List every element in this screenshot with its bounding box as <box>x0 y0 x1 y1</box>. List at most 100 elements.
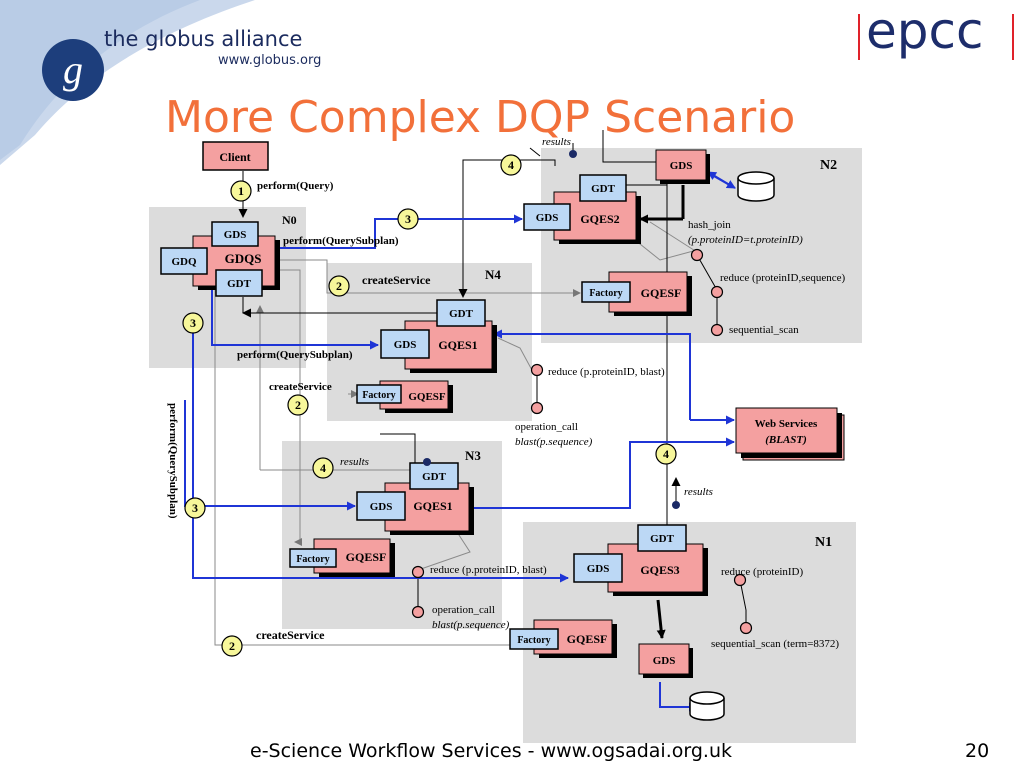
gdq-label: GDQ <box>171 256 197 268</box>
step-3-label: 3 <box>190 316 196 330</box>
epcc-logo-bar-right <box>1012 14 1014 60</box>
results-label: results <box>542 136 571 148</box>
hash-join-node <box>690 248 704 262</box>
step-4-label: 4 <box>320 461 326 475</box>
gdqs-label: GDQS <box>225 251 262 266</box>
n0-gds-label: GDS <box>224 229 247 241</box>
step-2-label: 2 <box>229 639 235 653</box>
perform-subplan-label: perform(QuerySubplan) <box>283 235 399 247</box>
page-number: 20 <box>965 740 990 762</box>
n3-gqes1-label: GQES1 <box>413 499 452 513</box>
hash-join-label: hash_join <box>688 219 731 231</box>
n3-gds-label: GDS <box>370 501 393 513</box>
database-icon <box>737 171 775 202</box>
n2-gqes2-gds-box <box>523 203 571 231</box>
n4-factory-label: Factory <box>362 390 395 401</box>
node-n2-label: N2 <box>820 158 837 173</box>
step-circles <box>182 154 677 657</box>
create-service-label: createService <box>256 628 325 642</box>
operation-call-label: operation_call <box>515 421 578 433</box>
reduce-node <box>733 573 747 587</box>
perform-subplan-vertical-label: perform(QuerySubplan) <box>167 403 179 519</box>
node-n4-label: N4 <box>485 267 501 282</box>
n2-gdt-label: GDT <box>591 183 616 195</box>
n4-gds-label: GDS <box>394 339 417 351</box>
n4-gdt-box <box>436 299 486 327</box>
n1-factory-label: Factory <box>517 635 550 646</box>
footer-text: e-Science Workflow Services - www.ogsada… <box>250 740 732 762</box>
n1-gqes3-gds-box <box>573 553 623 583</box>
n1-gdt-label: GDT <box>650 533 675 545</box>
n1-gds-box <box>638 643 690 675</box>
n1-factory-box <box>509 628 559 650</box>
gqes2-label: GQES2 <box>580 212 619 226</box>
perform-subplan-label: perform(QuerySubplan) <box>237 349 353 361</box>
gqes3-label: GQES3 <box>640 563 679 577</box>
n2-factory-box <box>581 281 631 303</box>
reduce-node <box>411 565 425 579</box>
n4-gqes1-label: GQES1 <box>438 338 477 352</box>
step-2-label: 2 <box>295 398 301 412</box>
n1-gds-label: GDS <box>653 655 676 667</box>
org-name: the globus alliance <box>104 27 303 51</box>
sequential-scan-node <box>710 323 724 337</box>
results-dot <box>672 501 680 509</box>
perform-query-label: perform(Query) <box>257 180 334 192</box>
n3-gqesf-label: GQESF <box>346 550 387 564</box>
sequential-scan-label: sequential_scan (term=8372) <box>711 638 839 650</box>
n4-gdt-label: GDT <box>449 308 474 320</box>
n3-gds-box <box>356 491 406 521</box>
n2-gdt-box <box>579 174 627 202</box>
web-services-box <box>735 407 838 454</box>
n0-gds-box <box>211 221 259 247</box>
node-n1-label: N1 <box>815 535 832 550</box>
n3-factory-box <box>289 548 337 568</box>
blast-call-label: blast(p.sequence) <box>432 619 510 631</box>
hash-join-cond-label: (p.proteinID=t.proteinID) <box>688 234 803 246</box>
reduce-node <box>710 285 724 299</box>
create-service-label: createService <box>269 381 332 393</box>
n2-gqesf-label: GQESF <box>641 286 682 300</box>
blast-label: (BLAST) <box>765 434 807 446</box>
n4-gqesf-label: GQESF <box>408 391 446 403</box>
results-dot <box>423 458 431 466</box>
sequential-scan-label: sequential_scan <box>729 324 799 336</box>
n2-gds-label: GDS <box>670 160 693 172</box>
step-3-label: 3 <box>405 212 411 226</box>
web-services-label: Web Services <box>755 418 818 430</box>
n1-gdt-box <box>637 524 687 552</box>
database-icon <box>689 691 725 721</box>
n1-gqes3-gds-label: GDS <box>587 563 610 575</box>
page-title: More Complex DQP Scenario <box>165 92 796 143</box>
operation-call-node <box>530 401 544 415</box>
epcc-logo-bar-left <box>858 14 860 60</box>
node-n3-label: N3 <box>465 448 481 463</box>
step-2-label: 2 <box>336 279 342 293</box>
n3-gdt-box <box>409 462 459 490</box>
client-label: Client <box>219 150 250 164</box>
operation-call-node <box>411 605 425 619</box>
reduce-label: reduce (proteinID,sequence) <box>720 272 846 284</box>
epcc-logo: epcc <box>866 2 984 60</box>
n2-gqes2-gds-label: GDS <box>536 212 559 224</box>
n2-factory-label: Factory <box>589 288 622 299</box>
gdq-box <box>160 247 208 275</box>
step-3-label: 3 <box>192 501 198 515</box>
n4-factory-box <box>356 384 402 404</box>
operation-call-label: operation_call <box>432 604 495 616</box>
n1-gqesf-label: GQESF <box>567 632 608 646</box>
results-label: results <box>340 456 369 468</box>
sequential-scan-node <box>739 621 753 635</box>
globus-logo: g <box>42 39 104 101</box>
n4-gds-box <box>380 329 430 359</box>
client-box <box>202 141 269 171</box>
blast-call-label: blast(p.sequence) <box>515 436 593 448</box>
node-n0-label: N0 <box>282 213 297 227</box>
step-1-label: 1 <box>238 184 244 198</box>
results-label: results <box>684 486 713 498</box>
n2-gds-box <box>655 149 707 181</box>
reduce-label: reduce (p.proteinID, blast) <box>548 366 665 378</box>
org-url: www.globus.org <box>218 53 322 68</box>
svg-text:g: g <box>63 47 83 92</box>
